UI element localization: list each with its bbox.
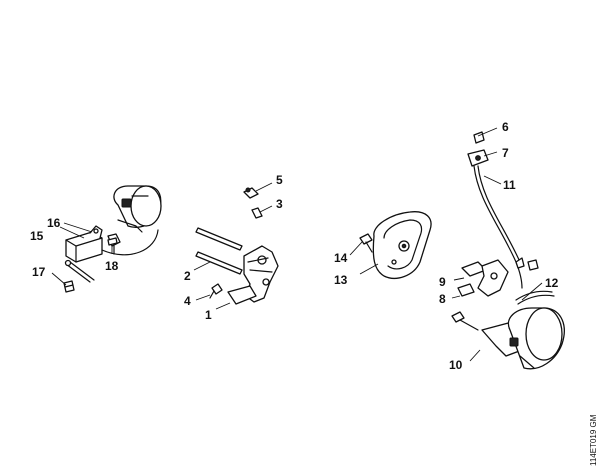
callout-12: 12	[545, 276, 559, 290]
wire-12	[515, 290, 553, 301]
ground-wire	[64, 259, 95, 283]
breaker-bracket	[227, 245, 279, 305]
ignition-module-assembly	[63, 185, 162, 293]
callout-1: 1	[205, 308, 212, 322]
cover-plate	[372, 211, 432, 279]
callouts: 16 15 18 17 5 3 2 4 1 14 13 6 7 11 9 8 1…	[30, 120, 559, 372]
leader-lines	[51, 127, 543, 362]
callout-11: 11	[503, 178, 516, 192]
callout-8: 8	[439, 292, 446, 306]
callout-4: 4	[184, 294, 191, 308]
callout-9: 9	[439, 275, 446, 289]
screw-14	[359, 233, 373, 253]
breaker-assembly	[195, 187, 279, 305]
rods	[195, 227, 243, 275]
screw-17	[63, 280, 75, 293]
cover-plate-assembly	[359, 211, 432, 279]
wire-11	[473, 165, 523, 289]
callout-17: 17	[32, 265, 46, 279]
callout-5: 5	[276, 173, 283, 187]
callout-15: 15	[30, 229, 44, 243]
callout-6: 6	[502, 120, 509, 134]
callout-14: 14	[334, 251, 348, 265]
callout-18: 18	[105, 259, 119, 273]
callout-16: 16	[47, 216, 61, 230]
callout-7: 7	[502, 146, 509, 160]
callout-13: 13	[334, 273, 348, 287]
callout-3: 3	[276, 197, 283, 211]
callout-2: 2	[184, 269, 191, 283]
screw-18	[107, 237, 118, 246]
screw-10	[451, 311, 479, 331]
callout-10: 10	[449, 358, 463, 372]
part-3	[251, 207, 263, 219]
reference-code: 114ET019 GM	[589, 414, 598, 466]
module-wire	[101, 229, 159, 256]
part-5	[243, 187, 259, 199]
coil-drum	[113, 185, 162, 233]
coil-10	[507, 307, 565, 370]
part-7	[467, 149, 489, 167]
screw-4	[209, 283, 223, 299]
contact-block	[457, 257, 539, 297]
coil-condenser-assembly	[451, 131, 565, 370]
